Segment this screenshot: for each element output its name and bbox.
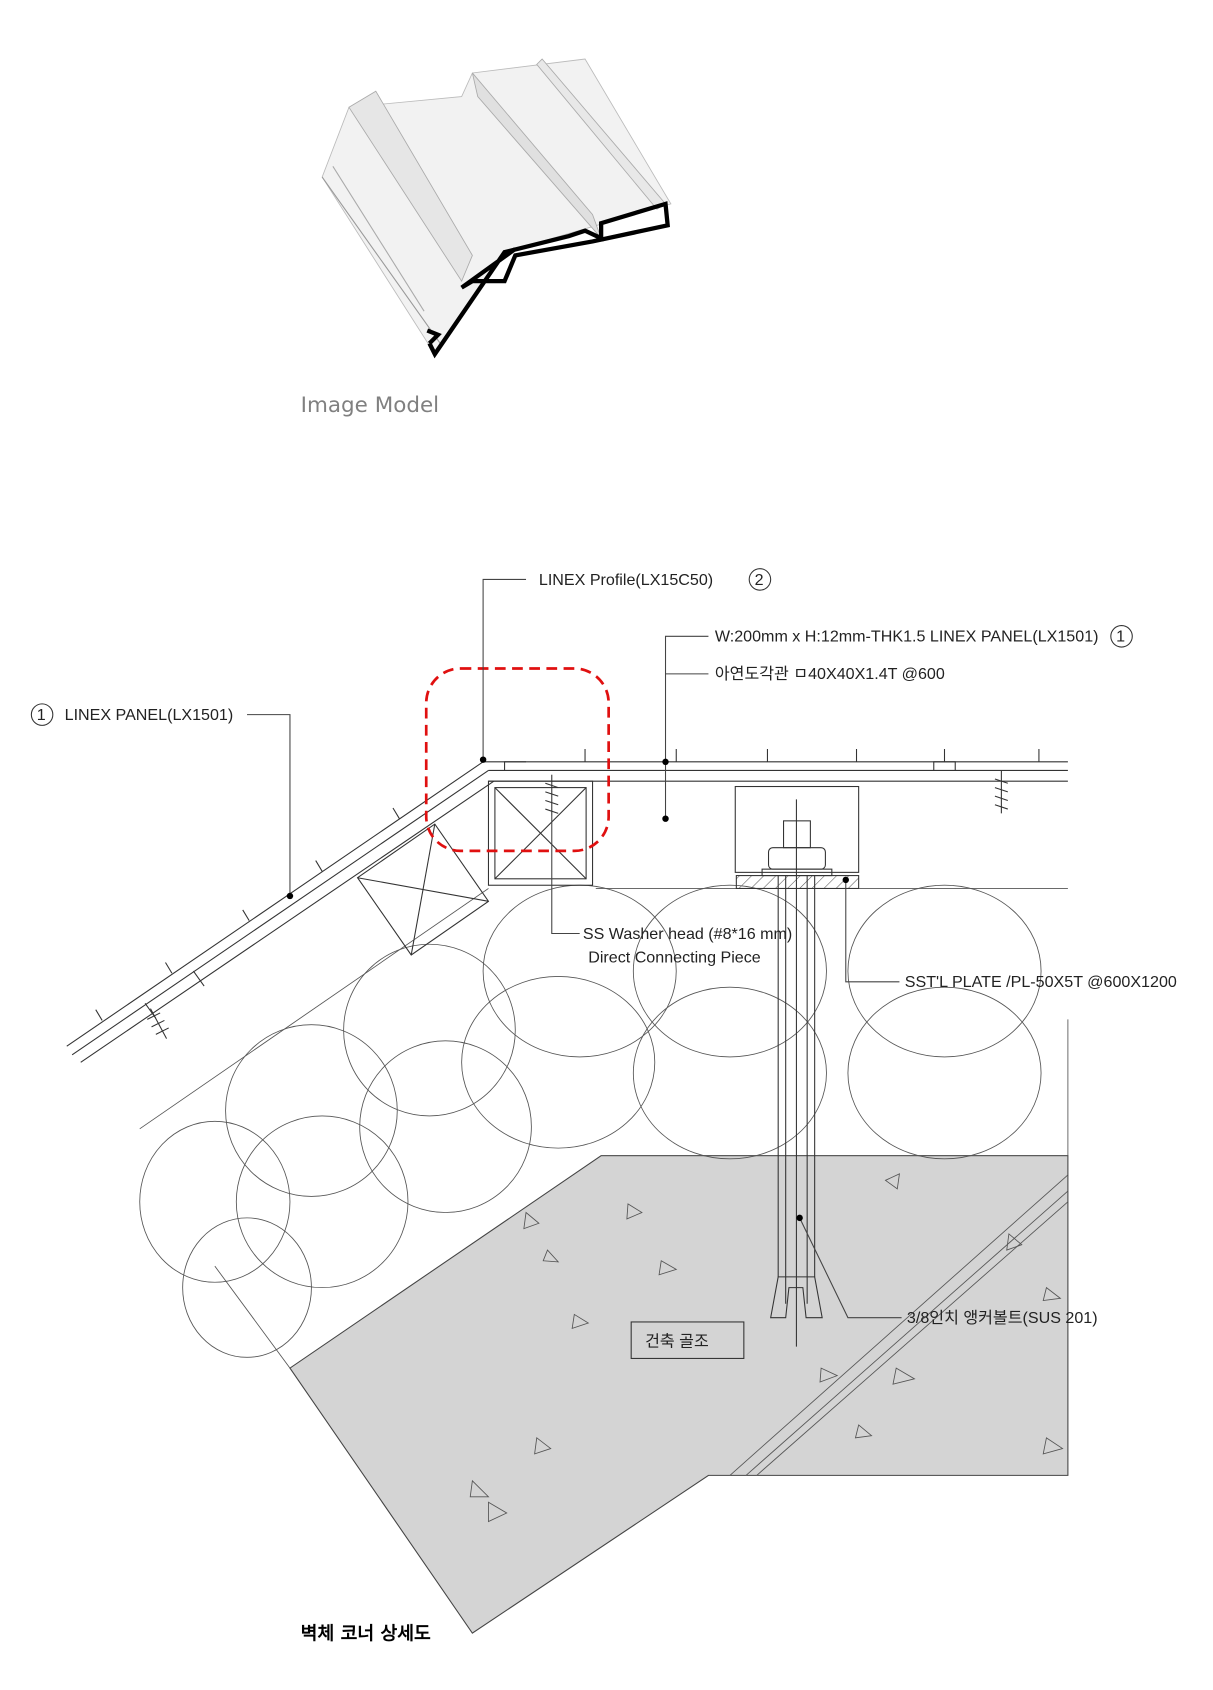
highlight-dashed-box [424,667,610,853]
model-caption: Image Model [301,393,439,418]
screw-icon [994,770,1008,814]
label-left-panel: LINEX PANEL(LX1501) [65,706,234,724]
drawing-title: 벽체 코너 상세도 [301,1624,431,1645]
label-connecting-piece: Direct Connecting Piece [588,948,761,966]
label-tube: 아연도각관 ㅁ40X40X1.4T @600 [715,665,945,683]
label-profile-number: 2 [755,571,764,589]
concrete-structure [289,1155,1069,1634]
label-washer: SS Washer head (#8*16 mm) [583,925,792,943]
label-left-panel-number: 1 [37,706,46,724]
leader-dots [286,756,850,1222]
linex-panel-slanted [66,761,495,1063]
linex-panel-top [483,748,1068,782]
concrete-aggregate-marks [469,1173,1069,1523]
structure-label-box [630,1321,745,1359]
leader-lines [247,578,902,1319]
label-panel-spec: W:200mm x H:12mm-THK1.5 LINEX PANEL(LX15… [715,628,1099,646]
profile-model-image [321,58,672,359]
square-tube-slanted [356,823,490,956]
label-anchor: 3/8인치 앵커볼트(SUS 201) [907,1309,1098,1327]
screw-icon [147,1008,169,1039]
label-plate: SST'L PLATE /PL-50X5T @600X1200 [905,973,1177,991]
label-panel-spec-number: 1 [1116,628,1125,646]
label-profile: LINEX Profile(LX15C50) [539,571,713,589]
square-tube [487,780,594,886]
structure-label: 건축 골조 [645,1333,709,1351]
